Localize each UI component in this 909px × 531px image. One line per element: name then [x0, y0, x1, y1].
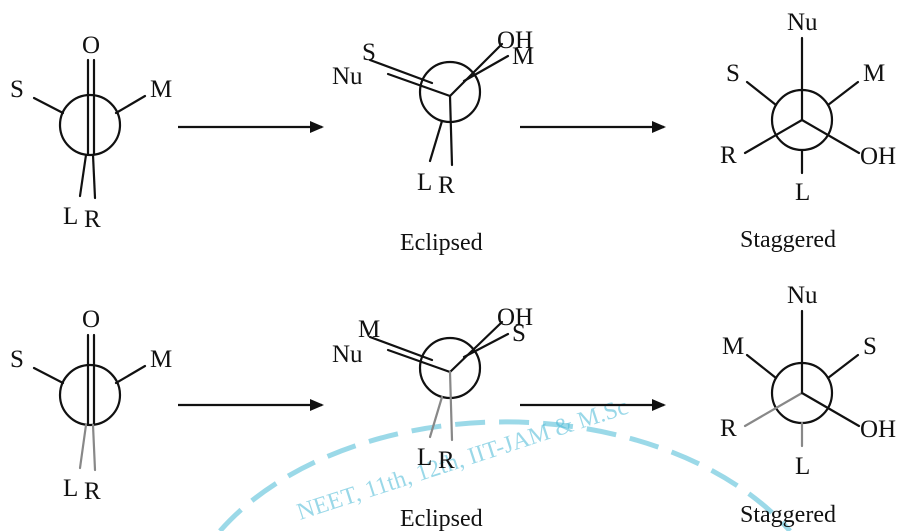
m-bond — [826, 80, 860, 107]
label-l: L — [417, 444, 432, 471]
label-nu: Nu — [332, 63, 363, 90]
s-bond — [32, 366, 65, 385]
s-bond — [32, 96, 65, 115]
newman-circle — [58, 93, 122, 157]
m-bond — [368, 335, 434, 362]
nu-bond — [386, 348, 452, 374]
label-l: L — [795, 453, 810, 480]
m-bond — [114, 94, 147, 115]
oh-bond — [448, 320, 504, 374]
caption-eclipsed: Eclipsed — [400, 230, 483, 256]
r-bond — [91, 423, 97, 472]
watermark: NEET, 11th, 12th, IIT-JAM & M.Sc — [218, 394, 792, 531]
newman-circle — [58, 363, 122, 427]
caption-eclipsed: Eclipsed — [400, 506, 483, 531]
label-m: M — [863, 60, 885, 87]
row1-staggered-newman: Nu S M R OH L Staggered — [720, 9, 896, 253]
m-bond — [114, 364, 147, 385]
label-r: R — [84, 478, 101, 505]
label-nu: Nu — [332, 341, 363, 368]
label-r: R — [720, 142, 737, 169]
label-s: S — [863, 333, 877, 360]
s-bond — [368, 58, 434, 85]
m-bond — [745, 353, 778, 380]
r-bond — [743, 391, 804, 428]
row1-eclipsed-newman: S Nu OH M L R Eclipsed — [332, 27, 534, 256]
r-bond — [448, 370, 454, 442]
label-o: O — [82, 32, 100, 59]
oh-bond — [800, 118, 861, 155]
l-bond — [428, 119, 444, 163]
label-l: L — [795, 179, 810, 206]
label-oh: OH — [860, 143, 896, 170]
oh-bond — [800, 391, 861, 428]
label-r: R — [84, 206, 101, 233]
label-r: R — [438, 447, 455, 474]
label-l: L — [63, 203, 78, 230]
row2-eclipsed-newman: M Nu OH S L R Eclipsed — [332, 304, 533, 531]
label-o: O — [82, 306, 100, 333]
label-m: M — [150, 76, 172, 103]
row2-staggered-newman: Nu M S R OH L Staggered — [720, 282, 896, 528]
label-l: L — [63, 475, 78, 502]
oh-bond — [448, 42, 504, 98]
label-oh: OH — [860, 416, 896, 443]
label-nu: Nu — [787, 282, 818, 309]
s-bond — [745, 80, 778, 107]
l-bond — [428, 395, 444, 439]
label-m: M — [358, 316, 380, 343]
s-bond — [826, 353, 860, 380]
r-bond — [743, 118, 804, 155]
l-bond — [78, 153, 88, 198]
label-s: S — [726, 60, 740, 87]
label-m: M — [512, 43, 534, 70]
r-bond — [448, 94, 454, 167]
label-m: M — [722, 333, 744, 360]
caption-staggered: Staggered — [740, 502, 836, 528]
label-oh: OH — [497, 304, 533, 331]
label-nu: Nu — [787, 9, 818, 36]
label-m: M — [150, 346, 172, 373]
label-oh: OH — [497, 27, 533, 54]
caption-staggered: Staggered — [740, 227, 836, 253]
label-s: S — [10, 346, 24, 373]
r-bond — [91, 153, 97, 200]
label-s: S — [362, 39, 376, 66]
s-bond — [462, 332, 510, 359]
m-bond — [462, 54, 510, 83]
row2-carbonyl-newman: O S M L R — [10, 306, 172, 505]
label-s: S — [10, 76, 24, 103]
label-r: R — [720, 415, 737, 442]
nu-bond — [386, 72, 452, 98]
label-r: R — [438, 172, 455, 199]
label-l: L — [417, 169, 432, 196]
l-bond — [78, 423, 88, 470]
row1-carbonyl-newman: O S M L R — [10, 32, 172, 233]
label-s: S — [512, 320, 526, 347]
